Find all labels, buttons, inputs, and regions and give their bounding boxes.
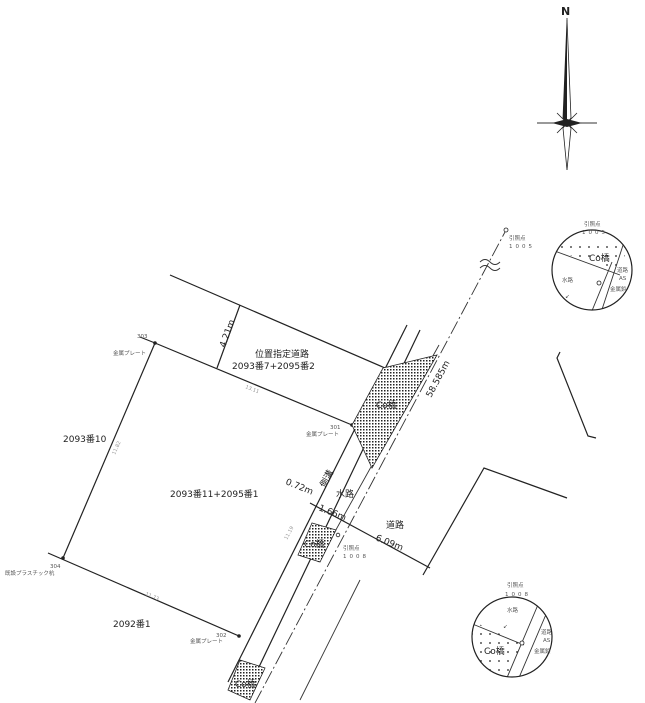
edge-length: 13.11 xyxy=(244,384,260,395)
north-label: N xyxy=(561,5,570,18)
designated-road-lots: 2093番7+2095番2 xyxy=(232,360,315,372)
bridge-label: Co橋 xyxy=(376,399,397,411)
ref-label-1008: 引照点 xyxy=(343,544,360,552)
road-width-dimension xyxy=(216,304,241,369)
designated-road-edge xyxy=(169,274,386,369)
adjacent-boundary xyxy=(556,351,597,439)
offset-label: 0.72m xyxy=(284,478,314,498)
svg-text:Co橋: Co橋 xyxy=(484,645,505,657)
svg-text:304: 304 xyxy=(50,564,61,570)
road-edge xyxy=(299,579,361,701)
nw-lot-label: 2093番10 xyxy=(63,433,107,445)
svg-text:引照点: 引照点 xyxy=(584,220,601,228)
svg-text:金属プレート: 金属プレート xyxy=(190,637,223,645)
bridge-hatch xyxy=(297,522,337,563)
point-301: 301 金属プレート xyxy=(306,423,354,438)
svg-text:Co橋: Co橋 xyxy=(589,252,610,264)
svg-text:302: 302 xyxy=(216,633,227,639)
parcel-west-edge xyxy=(62,342,156,559)
svg-text:引照点: 引照点 xyxy=(507,581,524,589)
waterway-label: 水路 xyxy=(336,488,354,500)
point-304: 304 既設プラスチック杭 xyxy=(5,556,65,577)
svg-text:1008: 1008 xyxy=(505,592,531,598)
waterway-width-label: 1.66m xyxy=(317,504,347,524)
road-label: 道路 xyxy=(386,519,404,531)
svg-text:既設プラスチック杭: 既設プラスチック杭 xyxy=(5,569,55,577)
ref-point-icon xyxy=(335,532,341,538)
point-302: 302 金属プレート xyxy=(190,633,241,645)
bridge-hatch xyxy=(227,659,266,701)
svg-text:↙: ↙ xyxy=(565,294,570,300)
svg-text:道路: 道路 xyxy=(617,266,629,274)
north-arrow-icon: N xyxy=(537,5,597,171)
svg-text:↙: ↙ xyxy=(503,624,508,630)
edge-length: 11.19 xyxy=(283,525,295,540)
road-width-6m-label: 6.09m xyxy=(374,534,404,554)
detail-circle-1005: 引照点 1005 Co橋 水路 ↙ 道路 AS 金属鋲 xyxy=(551,220,633,311)
svg-text:AS: AS xyxy=(619,276,627,282)
ref-number-1005: 1005 xyxy=(509,244,535,250)
svg-text:301: 301 xyxy=(330,425,341,431)
ref-label-1005: 引照点 xyxy=(509,234,526,242)
bridge-label: Co橋 xyxy=(235,678,256,690)
adjacent-boundary xyxy=(422,467,568,576)
svg-text:金属鋲: 金属鋲 xyxy=(610,285,627,293)
designated-road-title: 位置指定道路 xyxy=(255,348,309,360)
svg-text:303: 303 xyxy=(137,334,148,340)
svg-text:水路: 水路 xyxy=(507,606,519,614)
svg-text:AS: AS xyxy=(543,638,551,644)
svg-text:金属鋲: 金属鋲 xyxy=(534,647,551,655)
bridge-label: Co橋 xyxy=(304,538,325,550)
road-width-label: 4.21m xyxy=(218,319,237,349)
south-lot-label: 2092番1 xyxy=(113,618,151,630)
parcel-north-edge xyxy=(139,336,353,426)
road-width-line xyxy=(309,502,431,569)
svg-text:道路: 道路 xyxy=(541,628,553,636)
break-icon xyxy=(479,259,501,271)
svg-text:金属プレート: 金属プレート xyxy=(306,430,339,438)
point-303: 303 金属プレート xyxy=(113,334,157,357)
centerline xyxy=(254,231,506,703)
edge-length: 11.73 xyxy=(144,591,160,602)
bridge-hatch xyxy=(351,354,438,469)
svg-text:1005: 1005 xyxy=(582,230,608,236)
edge-length: 11.82 xyxy=(111,440,122,456)
svg-text:金属プレート: 金属プレート xyxy=(113,349,146,357)
svg-text:水路: 水路 xyxy=(562,276,574,284)
parcel-south-edge xyxy=(47,552,240,637)
main-lot-label: 2093番11+2095番1 xyxy=(170,488,259,500)
ref-number-1008: 1008 xyxy=(343,554,369,560)
ref-point-icon xyxy=(503,227,509,233)
detail-circle-1008: 引照点 1008 Co橋 水路 ↙ 道路 AS 金属鋲 xyxy=(471,581,553,678)
